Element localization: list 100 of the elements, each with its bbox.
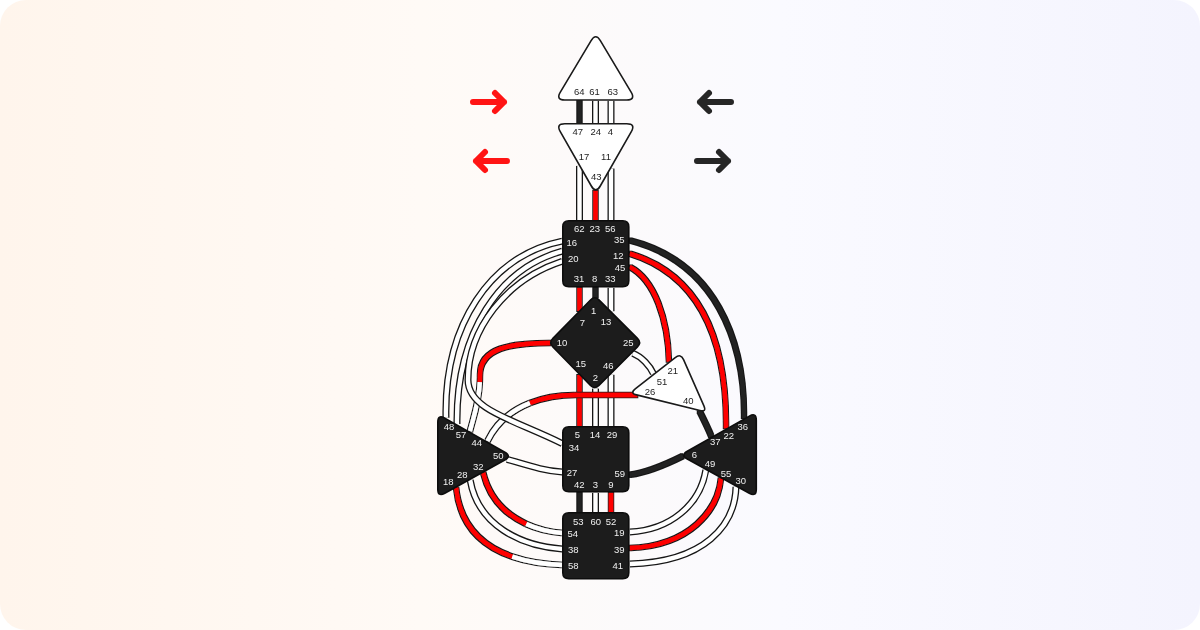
gate-number: 18 bbox=[443, 476, 454, 487]
channel bbox=[466, 479, 563, 553]
gate-number: 24 bbox=[590, 126, 601, 137]
gate-number: 55 bbox=[720, 469, 732, 479]
gate-number: 36 bbox=[737, 422, 748, 433]
gate-number: 3 bbox=[592, 480, 598, 491]
gate-number: 47 bbox=[572, 126, 583, 137]
gate-number: 53 bbox=[573, 517, 584, 528]
channel bbox=[629, 238, 747, 419]
channel bbox=[607, 374, 615, 427]
gate-number: 54 bbox=[567, 529, 578, 539]
gate-number: 22 bbox=[723, 431, 734, 441]
gate-number: 2 bbox=[592, 372, 598, 383]
channel bbox=[485, 392, 638, 443]
channel bbox=[453, 487, 563, 568]
gate-number: 63 bbox=[607, 87, 618, 97]
gate-number: 33 bbox=[605, 274, 616, 285]
gate-number: 58 bbox=[568, 561, 579, 571]
gate-number: 13 bbox=[600, 316, 612, 327]
gate-number: 7 bbox=[579, 318, 585, 329]
gate-number: 49 bbox=[704, 459, 716, 469]
gate-number: 56 bbox=[605, 224, 616, 235]
gate-number: 10 bbox=[556, 338, 568, 349]
gate-number: 17 bbox=[578, 151, 590, 162]
gate-number: 48 bbox=[443, 422, 455, 433]
gate-number: 40 bbox=[683, 396, 694, 406]
channel bbox=[593, 287, 598, 298]
gate-number: 45 bbox=[614, 263, 626, 274]
channel bbox=[481, 472, 563, 536]
channel bbox=[593, 190, 598, 221]
channel bbox=[631, 350, 657, 376]
gate-number: 19 bbox=[614, 528, 625, 539]
channel bbox=[629, 469, 710, 536]
center-triangle bbox=[558, 36, 634, 101]
channel bbox=[607, 287, 615, 312]
channel bbox=[577, 374, 582, 427]
gate-number: 9 bbox=[608, 480, 614, 491]
gate-number: 12 bbox=[613, 250, 624, 261]
gate-number: 43 bbox=[590, 172, 602, 183]
gate-number: 42 bbox=[574, 480, 585, 491]
gate-number: 25 bbox=[623, 338, 634, 349]
center-square bbox=[562, 512, 630, 580]
channel bbox=[592, 388, 599, 427]
channel bbox=[697, 409, 714, 438]
center-triangle bbox=[682, 413, 757, 496]
channel bbox=[577, 492, 582, 513]
center-square bbox=[562, 426, 630, 493]
gate-number: 59 bbox=[614, 469, 625, 479]
channel bbox=[629, 478, 724, 551]
channel bbox=[467, 340, 551, 432]
gate-number: 35 bbox=[614, 235, 625, 245]
gate-number: 5 bbox=[574, 430, 580, 440]
gate-number: 8 bbox=[592, 274, 598, 285]
channel bbox=[608, 492, 614, 513]
gate-number: 20 bbox=[568, 254, 579, 265]
gate-number: 26 bbox=[644, 387, 656, 398]
gate-number: 4 bbox=[607, 126, 613, 137]
channel bbox=[629, 454, 684, 477]
gate-number: 60 bbox=[590, 517, 601, 528]
channel bbox=[577, 100, 582, 124]
channel bbox=[607, 168, 615, 221]
gate-number: 61 bbox=[589, 87, 600, 97]
center-triangle bbox=[558, 123, 634, 191]
center-diamond bbox=[550, 297, 641, 389]
gate-number: 57 bbox=[455, 430, 467, 440]
gate-number: 32 bbox=[473, 462, 484, 473]
gate-number: 38 bbox=[568, 545, 579, 555]
channel bbox=[576, 165, 583, 221]
gate-number: 51 bbox=[656, 377, 668, 387]
channel bbox=[577, 287, 582, 312]
center-square bbox=[562, 220, 630, 288]
channel bbox=[629, 251, 729, 429]
gate-number: 41 bbox=[612, 560, 623, 571]
gate-number: 21 bbox=[667, 365, 678, 376]
gate-number: 1 bbox=[591, 306, 597, 316]
gate-number: 6 bbox=[691, 450, 697, 461]
gate-number: 27 bbox=[566, 468, 578, 479]
gate-number: 11 bbox=[601, 151, 611, 162]
gate-number: 39 bbox=[614, 545, 625, 555]
gate-number: 37 bbox=[710, 437, 721, 448]
gate-number: 15 bbox=[575, 359, 586, 369]
channel bbox=[607, 100, 615, 124]
gate-number: 31 bbox=[573, 274, 585, 285]
channel bbox=[592, 100, 599, 124]
center-triangle bbox=[437, 415, 510, 496]
channel bbox=[628, 265, 672, 362]
channel bbox=[506, 455, 563, 476]
gate-number: 50 bbox=[493, 451, 504, 461]
gate-number: 16 bbox=[566, 238, 577, 249]
gate-number: 29 bbox=[606, 430, 618, 440]
gate-number: 28 bbox=[457, 470, 468, 480]
gate-number: 52 bbox=[605, 517, 617, 528]
gate-number: 14 bbox=[589, 430, 601, 440]
gate-number: 62 bbox=[574, 224, 585, 235]
gate-number: 64 bbox=[574, 87, 585, 97]
channel bbox=[592, 492, 599, 513]
gate-number: 34 bbox=[568, 443, 580, 454]
gate-number: 30 bbox=[735, 476, 746, 486]
gate-number: 44 bbox=[471, 438, 482, 449]
gate-number: 46 bbox=[603, 360, 614, 371]
